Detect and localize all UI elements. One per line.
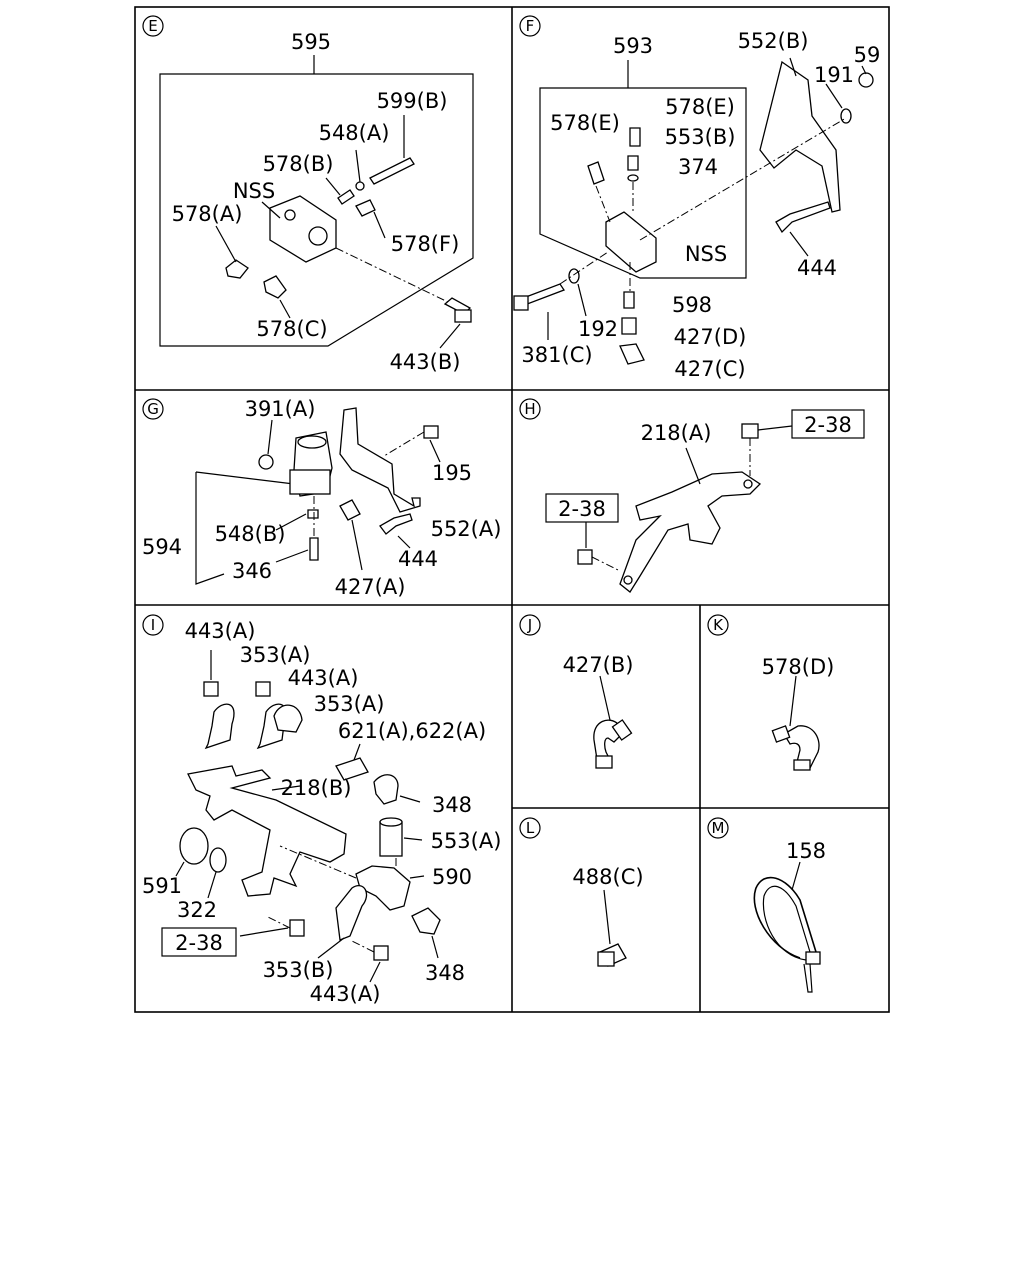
callout-label: 427(A) (335, 575, 406, 599)
section-m-labels: 158 (786, 839, 826, 863)
callout-label: 548(A) (319, 121, 390, 145)
section-f-labels: 593 552(B) 59 191 578(E) 578(E) 553(B) 3… (521, 29, 880, 381)
section-l-labels: 488(C) (572, 865, 643, 889)
section-letter: E (148, 17, 157, 35)
callout-label: 322 (177, 898, 217, 922)
callout-label: 192 (578, 317, 618, 341)
callout-label: 578(B) (263, 152, 334, 176)
section-e-drawing (159, 55, 474, 349)
callout-label: 595 (291, 30, 331, 54)
callout-label: 427(B) (563, 653, 634, 677)
callout-label: 552(B) (738, 29, 809, 53)
callout-label: 374 (678, 155, 718, 179)
callout-label: 381(C) (521, 343, 592, 367)
section-letter: K (713, 616, 724, 634)
callout-label: 599(B) (377, 89, 448, 113)
section-m-drawing (753, 861, 821, 993)
callout-label: 578(F) (391, 232, 460, 256)
callout-label: 2-38 (175, 931, 223, 955)
callout-label: 427(C) (674, 357, 745, 381)
callout-label: 59 (854, 43, 881, 67)
section-letter: G (147, 400, 159, 418)
callout-label: 578(A) (172, 202, 243, 226)
callout-label: 444 (398, 547, 438, 571)
callout-label: 444 (797, 256, 837, 280)
section-l-drawing (597, 889, 627, 967)
callout-label: 346 (232, 559, 272, 583)
callout-label: 443(B) (390, 350, 461, 374)
callout-label: 598 (672, 293, 712, 317)
section-letters: E F G H I J K L M (147, 17, 724, 837)
callout-label: NSS (685, 242, 727, 266)
section-j-labels: 427(B) (563, 653, 634, 677)
callout-label: 353(A) (314, 692, 385, 716)
callout-label: 578(E) (550, 111, 620, 135)
callout-label: 218(A) (641, 421, 712, 445)
section-i-drawing (161, 650, 441, 983)
callout-label: 158 (786, 839, 826, 863)
section-g-labels: 391(A) 195 594 548(B) 552(A) 444 346 427… (142, 397, 501, 599)
callout-label: 443(A) (185, 619, 256, 643)
callout-label: NSS (233, 179, 275, 203)
section-letter: L (526, 819, 535, 837)
section-letter: H (524, 400, 535, 418)
section-letter: J (527, 616, 532, 634)
callout-label: 353(A) (240, 643, 311, 667)
callout-label: 348 (425, 961, 465, 985)
section-letter: F (526, 17, 535, 35)
section-j-drawing (593, 675, 633, 769)
callout-label: 621(A),622(A) (338, 719, 486, 743)
section-f-drawing (513, 57, 874, 365)
section-k-labels: 578(D) (762, 655, 835, 679)
callout-label: 2-38 (558, 497, 606, 521)
section-e-labels: 595 599(B) 548(A) 578(B) NSS 578(A) 578(… (172, 30, 461, 374)
callout-label: 591 (142, 874, 182, 898)
callout-label: 191 (814, 63, 854, 87)
callout-label: 590 (432, 865, 472, 889)
callout-label: 578(E) (665, 95, 735, 119)
callout-label: 578(C) (256, 317, 327, 341)
section-letter: I (151, 616, 155, 634)
callout-label: 443(A) (288, 666, 359, 690)
section-h-drawing (545, 409, 865, 593)
callout-label: 593 (613, 34, 653, 58)
section-i-labels: 443(A) 353(A) 443(A) 353(A) 621(A),622(A… (142, 619, 501, 1006)
section-k-drawing (771, 675, 820, 771)
grid-frame (134, 6, 890, 1013)
callout-label: 594 (142, 535, 182, 559)
callout-label: 353(B) (263, 958, 334, 982)
callout-label: 195 (432, 461, 472, 485)
callout-label: 443(A) (310, 982, 381, 1006)
callout-label: 391(A) (245, 397, 316, 421)
callout-label: 2-38 (804, 413, 852, 437)
callout-label: 578(D) (762, 655, 835, 679)
callout-label: 552(A) (431, 517, 502, 541)
callout-label: 553(A) (431, 829, 502, 853)
callout-label: 218(B) (281, 776, 352, 800)
callout-label: 348 (432, 793, 472, 817)
section-g-drawing (195, 407, 441, 585)
callout-label: 553(B) (665, 125, 736, 149)
callout-label: 427(D) (674, 325, 747, 349)
section-letter: M (712, 819, 725, 837)
callout-label: 548(B) (215, 522, 286, 546)
section-markers (142, 15, 729, 839)
callout-label: 488(C) (572, 865, 643, 889)
section-h-labels: 218(A) 2-38 2-38 (558, 413, 852, 521)
